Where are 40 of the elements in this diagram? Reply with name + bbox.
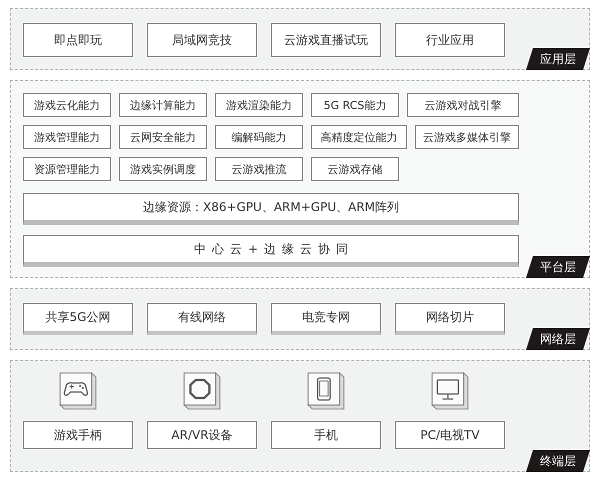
layer-tag: 应用层 [526,48,590,70]
monitor-icon [430,371,470,411]
capability-box: 云网安全能力 [119,125,207,149]
application-box: 行业应用 [395,23,505,57]
network-box: 有线网络 [147,303,257,335]
capability-box: 游戏实例调度 [119,157,207,181]
capability-box: 游戏渲染能力 [215,93,303,117]
capability-box: 游戏管理能力 [23,125,111,149]
device-label-box: PC/电视TV [395,421,505,449]
capability-box: 云游戏多媒体引擎 [415,125,519,149]
layer-panel [10,8,590,70]
layer-panel [10,360,590,472]
application-box: 局域网竞技 [147,23,257,57]
layer-panel [10,80,590,278]
capability-box: 边缘计算能力 [119,93,207,117]
network-box: 共享5G公网 [23,303,133,335]
capability-box: 游戏云化能力 [23,93,111,117]
phone-icon [306,371,346,411]
layer-tag: 终端层 [526,450,590,472]
cloud-collaboration-bar: 中心云+边缘云协同 [23,235,519,267]
gamepad-icon [58,371,98,411]
device-label-box: 手机 [271,421,381,449]
device-label-box: 游戏手柄 [23,421,133,449]
application-box: 云游戏直播试玩 [271,23,381,57]
device-label-box: AR/VR设备 [147,421,257,449]
ring-icon [182,371,222,411]
capability-box: 云游戏存储 [311,157,399,181]
layer-tag: 网络层 [526,328,590,350]
resource-bar: 边缘资源：X86+GPU、ARM+GPU、ARM阵列 [23,193,519,225]
network-box: 网络切片 [395,303,505,335]
capability-box: 云游戏推流 [215,157,303,181]
network-box: 电竞专网 [271,303,381,335]
capability-box: 编解码能力 [215,125,303,149]
capability-box: 云游戏对战引擎 [407,93,519,117]
application-box: 即点即玩 [23,23,133,57]
layer-panel [10,288,590,350]
capability-box: 5G RCS能力 [311,93,399,117]
capability-box: 高精度定位能力 [311,125,407,149]
capability-box: 资源管理能力 [23,157,111,181]
layer-tag: 平台层 [526,256,590,278]
